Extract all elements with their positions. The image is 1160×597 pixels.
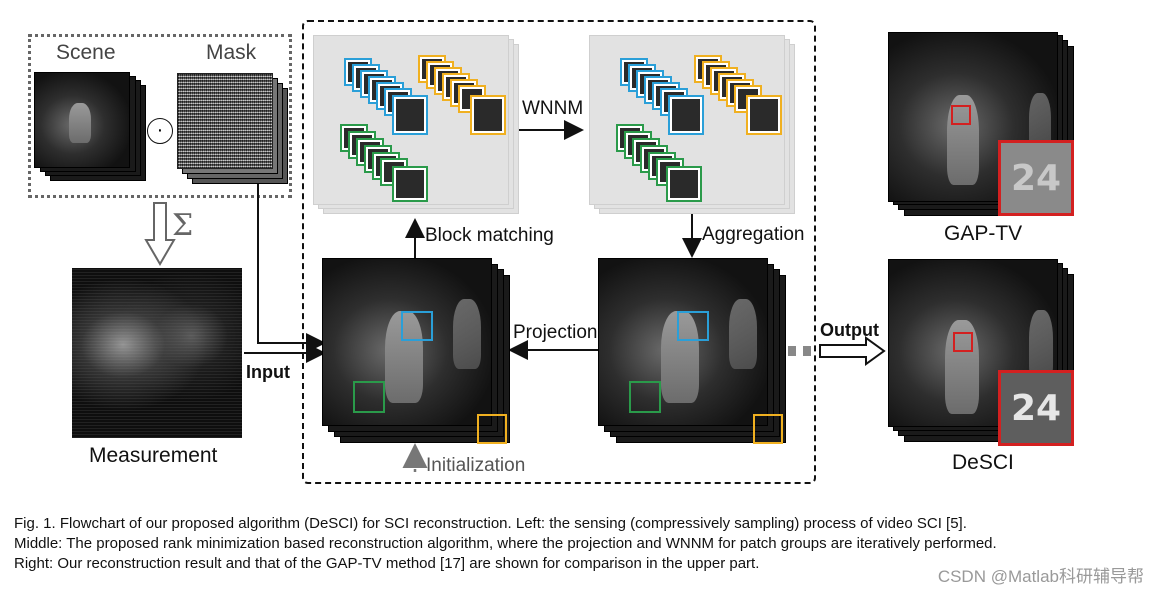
caption-line-3: Right: Our reconstruction result and tha… bbox=[14, 555, 760, 572]
elementwise-product-symbol: · bbox=[147, 118, 173, 144]
sum-arrow bbox=[144, 202, 176, 266]
caption-line-2: Middle: The proposed rank minimization b… bbox=[14, 535, 997, 552]
caption-line-1: Fig. 1. Flowchart of our proposed algori… bbox=[14, 515, 967, 532]
figure-caption: Fig. 1. Flowchart of our proposed algori… bbox=[14, 514, 997, 574]
mask-label: Mask bbox=[206, 41, 257, 64]
sigma-symbol: Σ bbox=[172, 208, 194, 243]
watermark: CSDN @Matlab科研辅导帮 bbox=[937, 567, 1144, 586]
sensing-box bbox=[28, 34, 292, 198]
projection-label: Projection bbox=[513, 322, 598, 343]
measurement-label: Measurement bbox=[89, 444, 218, 467]
input-label: Input bbox=[246, 362, 290, 382]
initialization-label: Initialization bbox=[426, 455, 526, 476]
output-label: Output bbox=[820, 320, 879, 340]
measurement-image bbox=[72, 268, 242, 438]
block-matching-label: Block matching bbox=[425, 225, 554, 246]
desci-label: DeSCI bbox=[952, 451, 1014, 474]
scene-label: Scene bbox=[56, 41, 116, 64]
wnnm-label: WNNM bbox=[522, 98, 584, 119]
gap-tv-label: GAP-TV bbox=[944, 222, 1023, 245]
aggregation-label: Aggregation bbox=[702, 224, 805, 245]
reconstruction-loop-box bbox=[302, 20, 816, 484]
